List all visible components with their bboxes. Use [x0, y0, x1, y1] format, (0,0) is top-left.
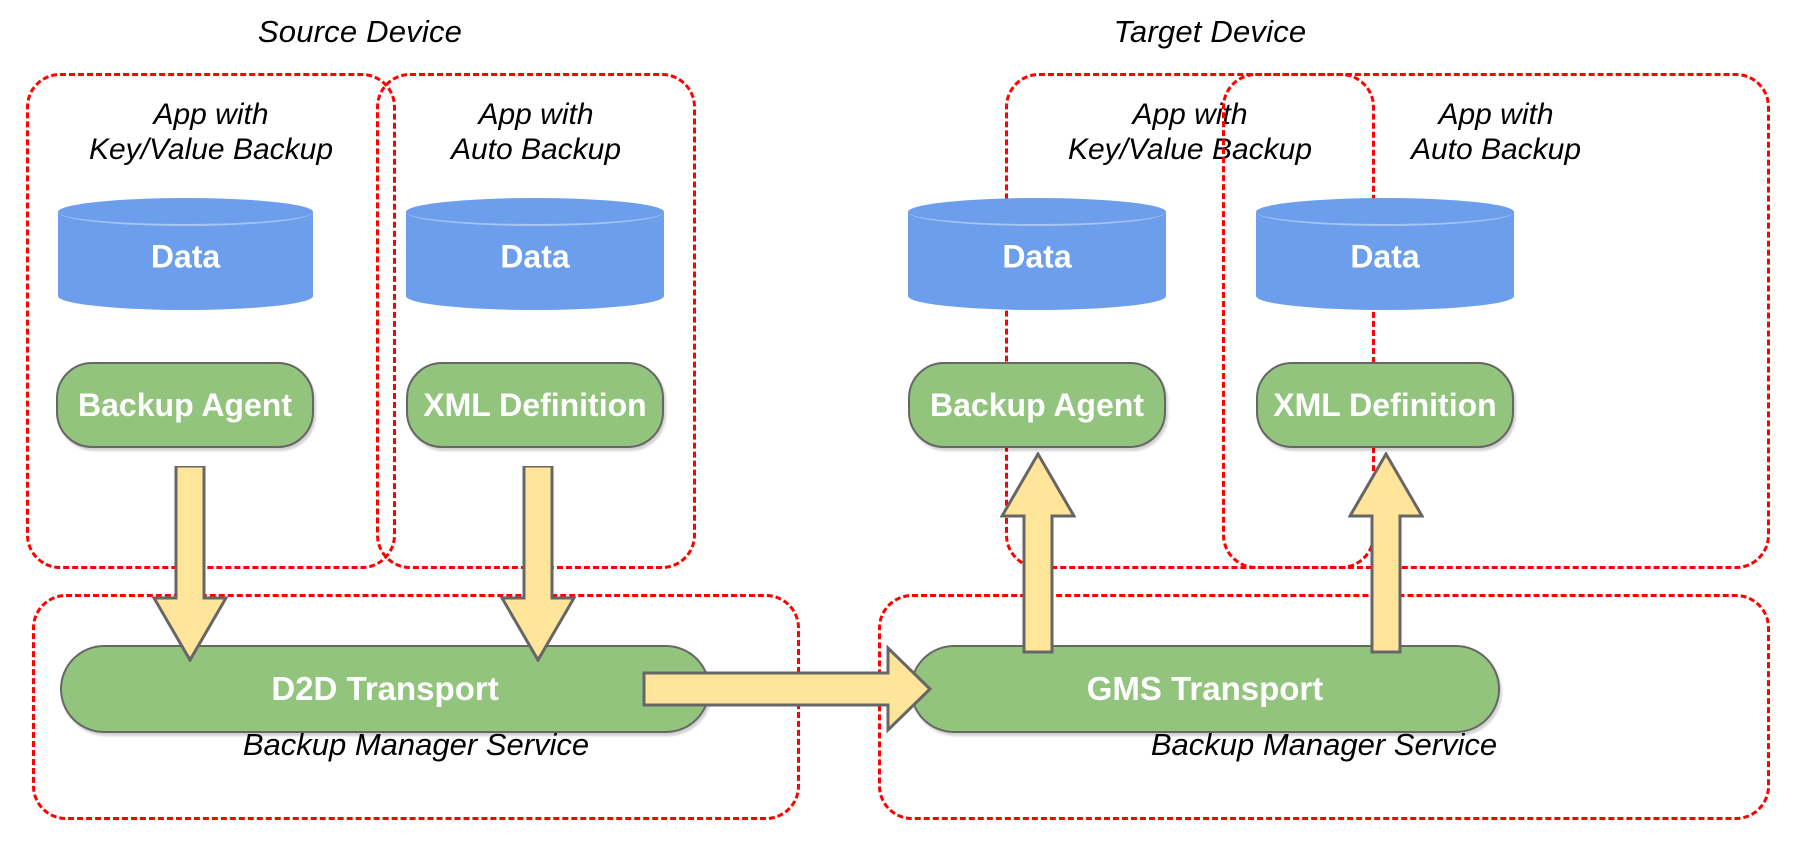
arrow-d2d-to-gms: [642, 634, 932, 744]
source-app-keyvalue-container: App with Key/Value Backup: [26, 73, 396, 569]
cylinder-body: [908, 212, 1166, 296]
target-auto-data-cylinder: Data: [1256, 198, 1514, 310]
source-backup-agent-label: Backup Agent: [78, 386, 292, 423]
target-device-title: Target Device: [1113, 14, 1307, 49]
target-app-auto-caption-line2: Auto Backup: [1410, 133, 1582, 166]
arrow-gms-to-xml-definition: [1348, 452, 1424, 654]
gms-transport-pill: GMS Transport: [910, 645, 1500, 733]
source-keyvalue-data-label: Data: [150, 238, 221, 275]
source-app-keyvalue-caption: App with Key/Value Backup: [29, 100, 393, 165]
source-xml-definition-pill: XML Definition: [406, 362, 664, 448]
target-keyvalue-data-cylinder: Data: [908, 198, 1166, 310]
cylinder-body: [1256, 212, 1514, 296]
target-app-auto-caption: App with Auto Backup: [1225, 100, 1767, 165]
source-app-auto-caption-line2: Auto Backup: [450, 133, 622, 166]
cylinder-top-ellipse: [58, 198, 313, 226]
source-device-title: Source Device: [257, 14, 463, 49]
cylinder-top-ellipse: [406, 198, 664, 226]
target-app-auto-container: App with Auto Backup: [1222, 73, 1770, 569]
target-app-keyvalue-caption-line2: Key/Value Backup: [1067, 133, 1313, 166]
gms-transport-label: GMS Transport: [1086, 670, 1324, 707]
source-app-auto-caption-line1: App with: [478, 98, 594, 131]
target-backup-agent-label: Backup Agent: [930, 386, 1144, 423]
cylinder-body: [406, 212, 664, 296]
arrow-xml-definition-to-d2d: [500, 466, 576, 662]
source-auto-data-cylinder: Data: [406, 198, 664, 310]
target-app-keyvalue-container: App with Key/Value Backup: [1005, 73, 1375, 569]
source-keyvalue-data-cylinder: Data: [58, 198, 313, 310]
source-app-auto-caption: App with Auto Backup: [379, 100, 693, 165]
target-auto-data-label: Data: [1350, 238, 1420, 275]
source-xml-definition-label: XML Definition: [423, 386, 647, 423]
arrow-backup-agent-to-d2d: [152, 466, 228, 662]
target-backup-agent-pill: Backup Agent: [908, 362, 1166, 448]
cylinder-top-ellipse: [908, 198, 1166, 226]
source-auto-data-label: Data: [500, 238, 570, 275]
source-app-auto-container: App with Auto Backup: [376, 73, 696, 569]
cylinder-body: [58, 212, 313, 296]
target-xml-definition-label: XML Definition: [1273, 386, 1497, 423]
source-app-keyvalue-caption-line2: Key/Value Backup: [88, 133, 334, 166]
target-app-auto-caption-line1: App with: [1438, 98, 1554, 131]
source-app-keyvalue-caption-line1: App with: [153, 98, 269, 131]
d2d-transport-pill: D2D Transport: [60, 645, 710, 733]
source-backup-agent-pill: Backup Agent: [56, 362, 314, 448]
target-app-keyvalue-caption: App with Key/Value Backup: [1008, 100, 1372, 165]
target-keyvalue-data-label: Data: [1002, 238, 1072, 275]
d2d-transport-label: D2D Transport: [271, 670, 499, 707]
target-xml-definition-pill: XML Definition: [1256, 362, 1514, 448]
cylinder-top-ellipse: [1256, 198, 1514, 226]
arrow-gms-to-backup-agent: [1000, 452, 1076, 654]
